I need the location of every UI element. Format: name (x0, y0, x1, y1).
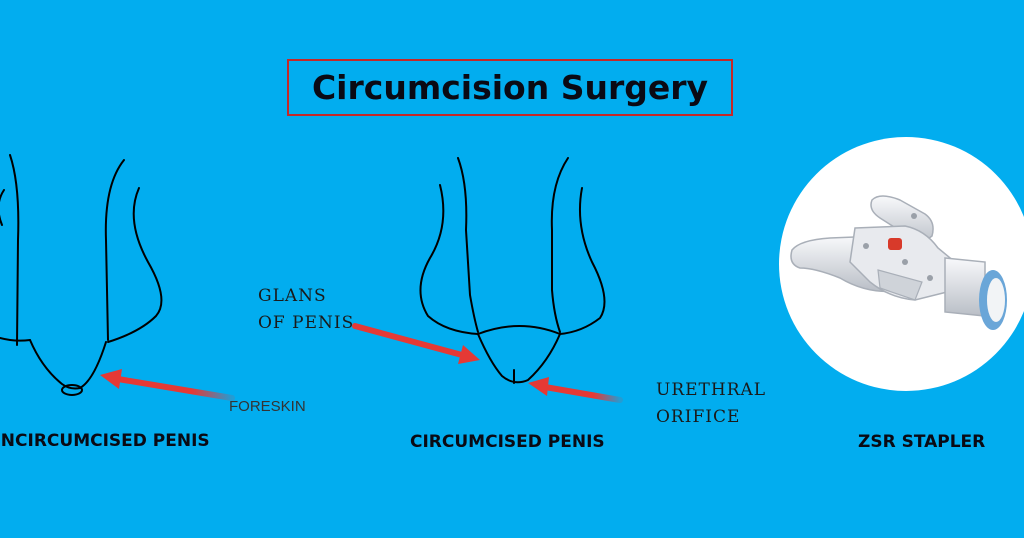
right-outline (104, 159, 125, 341)
caption-circumcised: CIRCUMCISED PENIS (410, 432, 605, 452)
label-urethral-line1: URETHRAL (656, 380, 767, 400)
page-title: Circumcision Surgery (311, 68, 709, 107)
uncircumcised-penis-drawing (0, 154, 163, 396)
label-foreskin: FORESKIN (229, 398, 306, 415)
left-shaft (457, 157, 479, 333)
right-thigh-curve (107, 187, 163, 343)
stapler-red-button (888, 238, 902, 250)
arrow-icon (100, 369, 122, 389)
glans-outline (29, 339, 107, 390)
circumcised-penis-drawing (419, 157, 606, 384)
label-glans-line1: GLANS (258, 286, 327, 306)
right-thigh (559, 187, 606, 335)
label-glans: GLANS OF PENIS (258, 283, 354, 337)
foreskin-arrow (100, 369, 235, 401)
left-thigh-curve (0, 189, 5, 226)
stapler-illustration (779, 137, 1024, 391)
left-thigh (419, 184, 479, 335)
arrow-icon (528, 377, 549, 396)
label-urethral: URETHRAL ORIFICE (656, 377, 766, 431)
urethral-arrow (528, 377, 623, 403)
glans-arrow (352, 323, 480, 364)
arrow-icon (458, 345, 480, 364)
foreskin-tip (61, 384, 83, 396)
label-glans-line2: OF PENIS (258, 313, 355, 333)
left-outline (9, 154, 20, 346)
caption-uncircumcised: UNCIRCUMCISED PENIS (0, 431, 210, 451)
left-base-curve (0, 337, 31, 342)
caption-stapler: ZSR STAPLER (858, 432, 986, 452)
right-shaft (550, 157, 569, 333)
title-box: Circumcision Surgery (287, 59, 733, 116)
label-urethral-line2: ORIFICE (656, 407, 741, 427)
stapler-device-icon (790, 195, 1007, 330)
glans-top (477, 325, 561, 335)
arrows (100, 323, 623, 403)
